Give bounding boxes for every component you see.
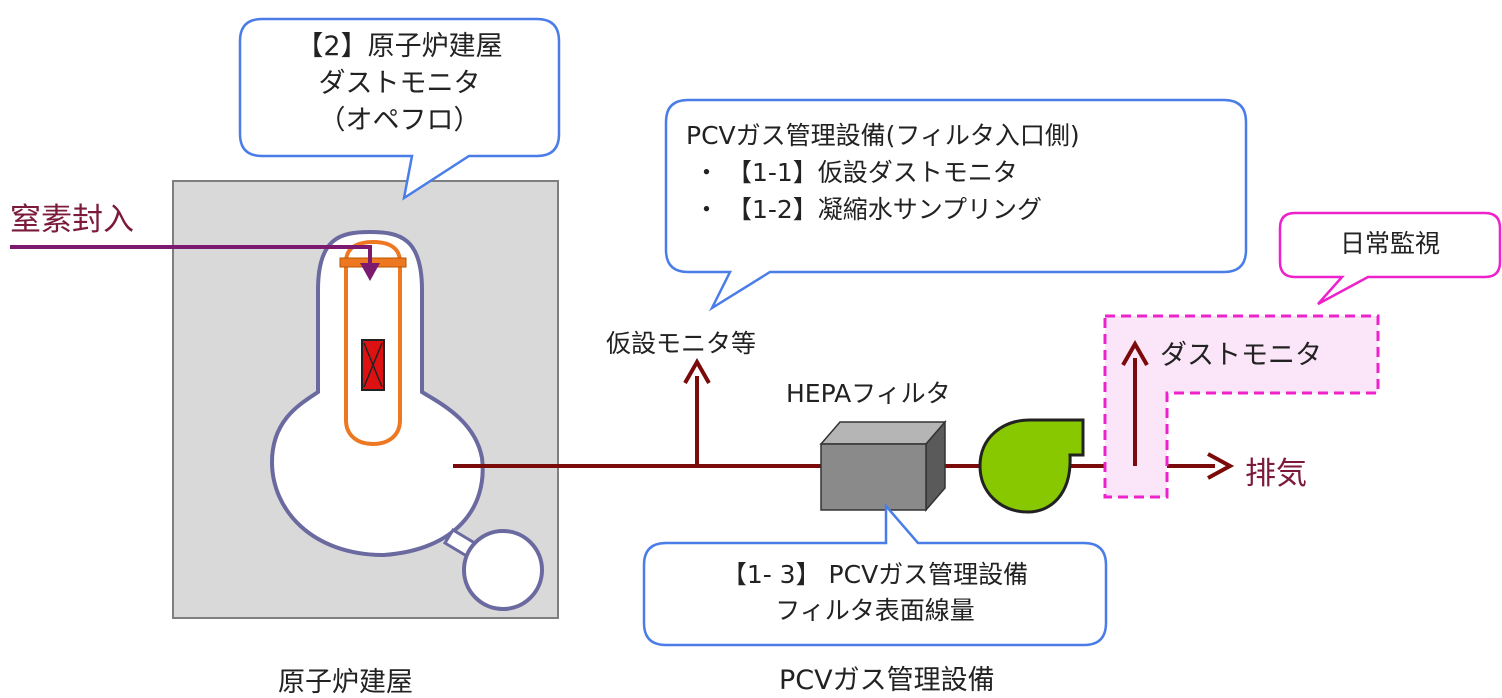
callout-reactor-dust-monitor-text: 【2】原子炉建屋 ダストモニタ （オペフロ） [242, 28, 557, 139]
filter-box-icon [819, 419, 947, 513]
arrow-up-icon [683, 357, 711, 384]
callout-line: PCVガス管理設備(フィルタ入口側) [686, 121, 1080, 150]
callout-pcv-filter-inlet-text: PCVガス管理設備(フィルタ入口側) ・ 【1-1】仮設ダストモニタ ・ 【1-… [686, 117, 1226, 228]
callout-daily-monitoring-text: 日常監視 [1339, 229, 1440, 258]
callout-daily-monitoring [1278, 211, 1502, 306]
callout-line: ・ 【1-2】凝縮水サンプリング [694, 195, 1043, 224]
nitrogen-line [10, 245, 372, 264]
suppression-chamber [462, 529, 544, 611]
hepa-filter-label: HEPAフィルタ [786, 379, 951, 408]
dust-monitor-label: ダストモニタ [1160, 340, 1322, 371]
callout-line: フィルタ表面線量 [775, 596, 975, 625]
callout-filter-surface-dose-text: 【1- 3】 PCVガス管理設備 フィルタ表面線量 [646, 557, 1104, 629]
arrow-up-icon [1121, 339, 1149, 366]
callout-line: ・ 【1-1】仮設ダストモニタ [694, 158, 1018, 187]
pcv-gas-system-label: PCVガス管理設備 [779, 665, 995, 696]
callout-filter-surface-dose [642, 502, 1108, 647]
arrow-down-icon [360, 263, 380, 281]
arrow-right-icon [1207, 452, 1235, 480]
callout-line: 【2】原子炉建屋 [296, 31, 503, 62]
fan-icon [978, 418, 1085, 514]
temporary-monitor-label: 仮設モニタ等 [606, 329, 757, 358]
reactor-building-label: 原子炉建屋 [278, 667, 413, 698]
core-cross-mark [363, 342, 383, 388]
callout-pcv-filter-inlet [664, 98, 1248, 312]
callout-reactor-dust-monitor [238, 17, 561, 201]
exhaust-label: 排気 [1245, 456, 1307, 492]
callout-line: ダストモニタ [318, 68, 481, 99]
callout-line: （オペフロ） [318, 105, 481, 136]
nitrogen-injection-label: 窒素封入 [10, 202, 134, 238]
callout-line: 【1- 3】 PCVガス管理設備 [721, 560, 1029, 589]
dust-monitor-region [1103, 314, 1380, 499]
